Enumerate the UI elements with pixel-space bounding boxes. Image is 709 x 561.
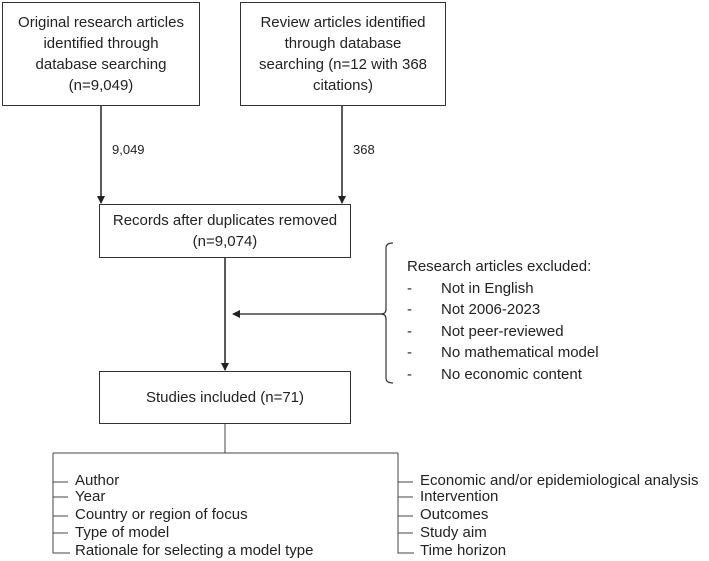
box-studies-included: Studies included (n=71) xyxy=(99,371,351,424)
exclusion-item: - Not in English xyxy=(407,278,599,300)
field-item: Author xyxy=(75,472,120,489)
box-line: (n=9,049) xyxy=(68,77,134,94)
arrow-label-original: 9,049 xyxy=(112,142,145,157)
field-item: Type of model xyxy=(75,524,170,541)
box-line: database searching xyxy=(35,56,167,73)
field-item: Study aim xyxy=(420,524,487,541)
exclusion-text: Not 2006-2023 xyxy=(441,301,541,318)
box-line: through database xyxy=(284,35,402,52)
box-line: (n=9,074) xyxy=(192,233,258,250)
tree-lines xyxy=(52,424,414,554)
exclusion-list: Research articles excluded: - Not in Engl… xyxy=(407,256,599,385)
box-line: Records after duplicates removed xyxy=(112,212,338,229)
exclusion-bracket xyxy=(380,242,394,384)
box-review-articles: Review articles identified through datab… xyxy=(240,2,446,106)
exclusion-item: - No economic content xyxy=(407,364,599,386)
field-item: Time horizon xyxy=(420,542,507,559)
box-line: identified through xyxy=(43,35,159,52)
field-item: Economic and/or epidemiological analysis xyxy=(420,472,699,489)
exclusion-text: Not peer-reviewed xyxy=(441,322,564,340)
bullet: - xyxy=(407,279,412,297)
exclusion-item: - Not 2006-2023 xyxy=(407,299,599,321)
field-item: Intervention xyxy=(420,488,499,505)
box-line: citations) xyxy=(312,77,374,94)
exclusion-title: Research articles excluded: xyxy=(407,258,592,275)
box-original-articles: Original research articles identified th… xyxy=(2,2,200,106)
field-item: Year xyxy=(75,488,106,505)
exclusion-text: No economic content xyxy=(441,365,582,383)
box-line: searching (n=12 with 368 xyxy=(258,56,428,73)
exclusion-item: - Not peer-reviewed xyxy=(407,321,599,343)
field-item: Rationale for selecting a model type xyxy=(75,542,314,559)
bullet: - xyxy=(407,301,412,318)
box-records-after-duplicates: Records after duplicates removed (n=9,07… xyxy=(99,204,351,258)
exclusion-item: - No mathematical model xyxy=(407,342,599,364)
fields-left: Author Year Country or region of focus T… xyxy=(75,472,313,560)
fields-right: Economic and/or epidemiological analysis… xyxy=(420,472,698,560)
box-line: Review articles identified xyxy=(260,14,426,31)
box-line: Original research articles xyxy=(18,14,184,31)
exclusion-text: No mathematical model xyxy=(441,344,599,361)
exclusion-text: Not in English xyxy=(441,279,534,297)
bullet: - xyxy=(407,344,412,361)
field-item: Country or region of focus xyxy=(75,506,248,523)
field-item: Outcomes xyxy=(420,506,489,523)
arrow-label-review: 368 xyxy=(353,142,375,157)
bullet: - xyxy=(407,322,412,340)
bullet: - xyxy=(407,365,412,383)
box-line: Studies included (n=71) xyxy=(145,389,305,406)
